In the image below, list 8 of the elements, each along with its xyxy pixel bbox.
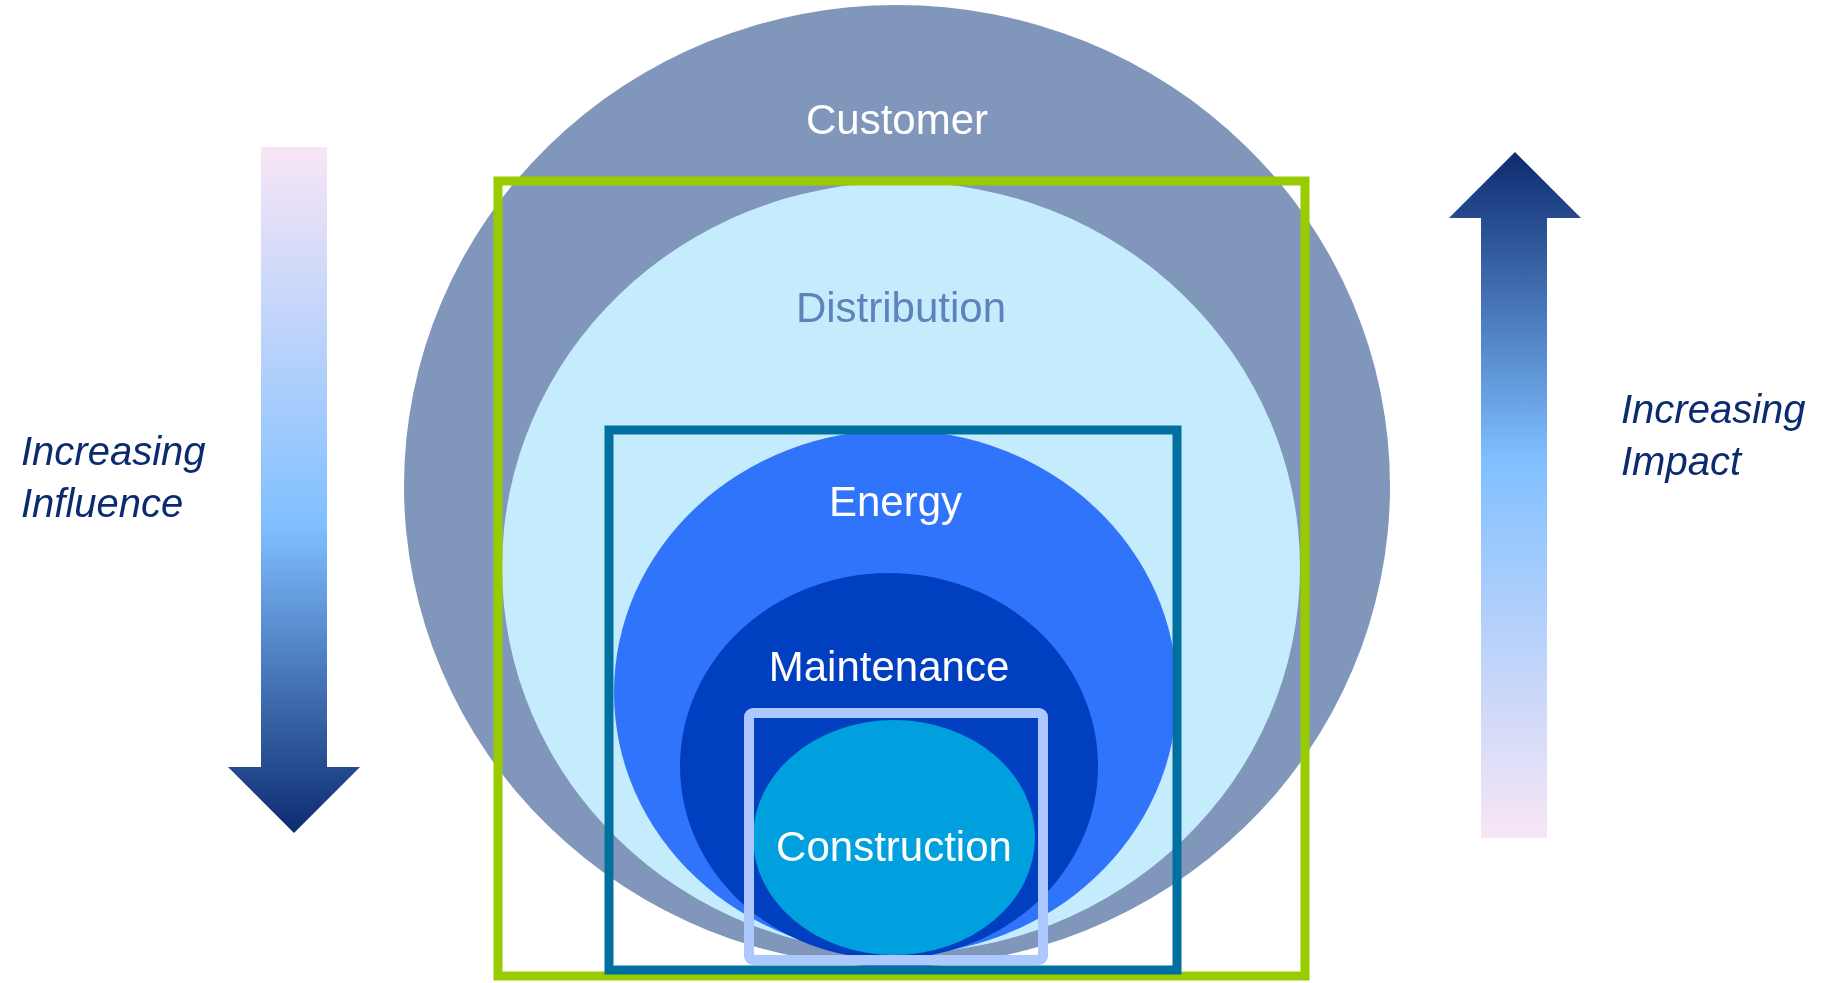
layer-label: Energy <box>828 478 963 526</box>
ellipse-layer <box>753 720 1035 955</box>
layer-label: Construction <box>776 823 1012 871</box>
axis-label: Increasing Impact <box>1621 386 1807 485</box>
layer-label: Maintenance <box>768 643 1010 691</box>
axis-label: Increasing Influence <box>21 428 207 527</box>
layer-label: Customer <box>805 96 989 144</box>
layer-label: Distribution <box>795 284 1007 332</box>
